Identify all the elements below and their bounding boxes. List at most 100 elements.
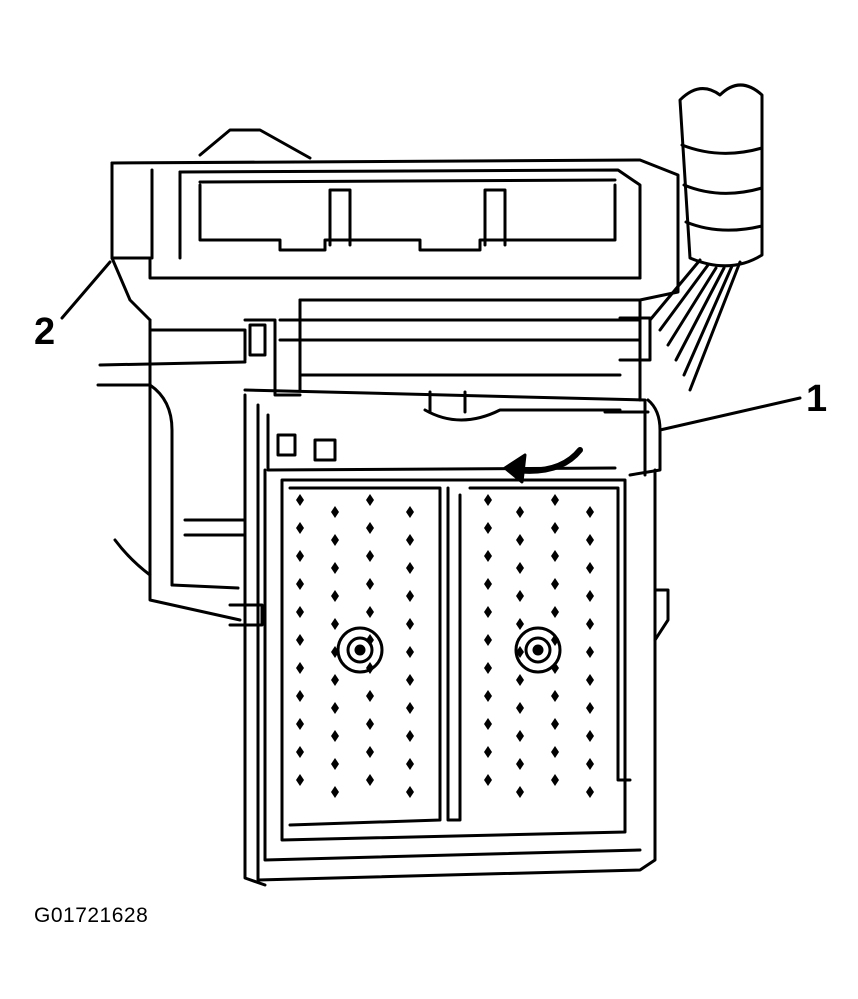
vent-slot <box>586 506 594 518</box>
duct-housing <box>96 318 264 627</box>
vent-slot <box>366 606 374 618</box>
leader-line-1 <box>658 396 802 432</box>
rotation-arrow-icon <box>503 447 583 484</box>
vent-slot <box>406 562 414 574</box>
vent-slot <box>516 702 524 714</box>
vent-slot <box>331 646 339 658</box>
vent-slot <box>296 690 304 702</box>
vent-slot <box>366 578 374 590</box>
vent-slot <box>484 634 492 646</box>
vent-slot <box>406 674 414 686</box>
vent-slot <box>551 746 559 758</box>
vent-slot <box>551 606 559 618</box>
vent-slot <box>296 606 304 618</box>
vent-slot <box>406 534 414 546</box>
vent-slot <box>484 606 492 618</box>
vent-slot <box>406 646 414 658</box>
vent-slot <box>331 562 339 574</box>
vent-slot <box>516 506 524 518</box>
vent-slot <box>551 522 559 534</box>
vent-slot <box>331 758 339 770</box>
vent-slot <box>331 674 339 686</box>
vent-slot <box>331 786 339 798</box>
vent-slot <box>551 578 559 590</box>
vent-slot <box>551 690 559 702</box>
vent-slot <box>484 746 492 758</box>
vent-slot <box>296 634 304 646</box>
vent-slot <box>516 590 524 602</box>
vent-slot <box>406 786 414 798</box>
vent-slot <box>366 718 374 730</box>
vent-slot <box>516 562 524 574</box>
vent-slot <box>296 494 304 506</box>
vent-slot <box>551 718 559 730</box>
callout-label-2: 2 <box>34 311 56 353</box>
upper-module-housing <box>110 128 680 402</box>
vent-slot <box>366 662 374 674</box>
vent-slot <box>296 662 304 674</box>
vent-slot <box>586 702 594 714</box>
vent-slot <box>406 702 414 714</box>
vent-slot <box>551 662 559 674</box>
vent-slot <box>331 702 339 714</box>
vent-slot <box>516 674 524 686</box>
vent-slot <box>406 506 414 518</box>
vent-slot <box>366 690 374 702</box>
vent-slot <box>484 550 492 562</box>
vent-slot <box>586 618 594 630</box>
figure-code: G01721628 <box>34 904 149 927</box>
vent-slot <box>586 730 594 742</box>
vent-slot <box>331 506 339 518</box>
vent-slot <box>296 774 304 786</box>
vent-slot <box>406 730 414 742</box>
vent-slot <box>366 746 374 758</box>
vent-slot <box>516 618 524 630</box>
vent-slot <box>586 758 594 770</box>
vent-slot <box>331 730 339 742</box>
vent-slot <box>331 590 339 602</box>
vent-slot <box>586 674 594 686</box>
vent-slot <box>484 774 492 786</box>
vent-slot <box>551 550 559 562</box>
vent-slot <box>366 634 374 646</box>
leader-line-2 <box>60 260 112 320</box>
vent-slot <box>551 494 559 506</box>
vent-slot <box>484 690 492 702</box>
vent-slot <box>484 718 492 730</box>
vent-slot <box>516 786 524 798</box>
vent-slot <box>366 522 374 534</box>
lower-module-housing <box>243 388 670 887</box>
vent-slot <box>484 662 492 674</box>
vent-slot <box>296 578 304 590</box>
vent-slot <box>586 646 594 658</box>
vent-slot <box>366 550 374 562</box>
vent-slot <box>551 634 559 646</box>
vent-slot <box>516 534 524 546</box>
vent-slot <box>484 494 492 506</box>
vent-slot <box>586 534 594 546</box>
mount-rings <box>336 626 562 674</box>
vent-slot <box>331 534 339 546</box>
vent-slot <box>586 562 594 574</box>
vent-slot <box>366 494 374 506</box>
vent-slot <box>406 590 414 602</box>
vent-slot <box>296 522 304 534</box>
wire-harness <box>648 83 764 392</box>
vent-slot <box>296 746 304 758</box>
vent-slot <box>296 718 304 730</box>
vent-slot <box>586 786 594 798</box>
vent-slot <box>296 550 304 562</box>
vent-slot <box>516 730 524 742</box>
vent-slot <box>331 618 339 630</box>
vent-slot <box>406 758 414 770</box>
vent-slot <box>586 590 594 602</box>
vent-slot <box>551 774 559 786</box>
vent-slot-pattern <box>296 494 594 798</box>
vent-slot <box>516 758 524 770</box>
vent-slot <box>484 578 492 590</box>
vent-slot <box>406 618 414 630</box>
vent-slot <box>516 646 524 658</box>
callout-label-1: 1 <box>806 378 828 420</box>
vent-slot <box>366 774 374 786</box>
